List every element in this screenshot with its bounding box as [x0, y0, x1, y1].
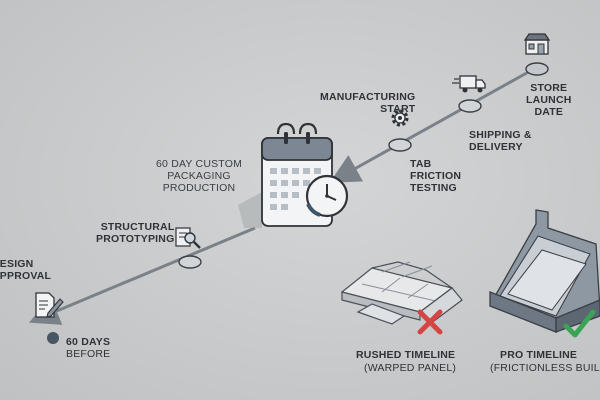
node-tab-testing [388, 138, 412, 152]
pro-timeline-title: PRO TIMELINE [500, 349, 578, 361]
label-production: 60 DAY CUSTOM PACKAGING PRODUCTION [156, 158, 243, 194]
pencil-doc-icon [35, 292, 64, 318]
label-before: BEFORE [66, 348, 111, 360]
node-sixty-days [47, 332, 59, 344]
label-shipping: SHIPPING & DELIVERY [469, 129, 532, 153]
node-store-launch [525, 62, 549, 76]
x-mark-icon [417, 309, 443, 335]
timeline-segment-lower [28, 226, 256, 325]
rushed-timeline-subtitle: (WARPED PANEL) [364, 362, 457, 374]
store-icon [523, 33, 551, 55]
rushed-timeline-title: RUSHED TIMELINE [356, 349, 456, 361]
label-prototyping: STRUCTURAL PROTOTYPING [96, 221, 175, 245]
node-shipping [458, 99, 482, 113]
magnifier-doc-icon [175, 227, 201, 249]
check-mark-icon [563, 309, 596, 338]
label-sixty-days: 60 DAYS [66, 336, 111, 348]
label-design-approval: DESIGN APPROVAL [0, 258, 52, 282]
calendar-clock-icon [238, 122, 349, 228]
display-box-illustration [489, 209, 600, 333]
timeline-segment-upper [329, 68, 533, 183]
warped-box-illustration [340, 261, 463, 325]
node-prototyping [178, 255, 202, 269]
label-store-launch: STORE LAUNCH DATE [526, 82, 572, 118]
gear-icon [391, 109, 409, 127]
truck-icon [452, 75, 486, 93]
label-tab-testing: TAB FRICTION TESTING [410, 158, 462, 194]
label-manufacturing: MANUFACTURING START [320, 91, 416, 115]
pro-timeline-subtitle: (FRICTIONLESS BUILD) [490, 362, 600, 374]
